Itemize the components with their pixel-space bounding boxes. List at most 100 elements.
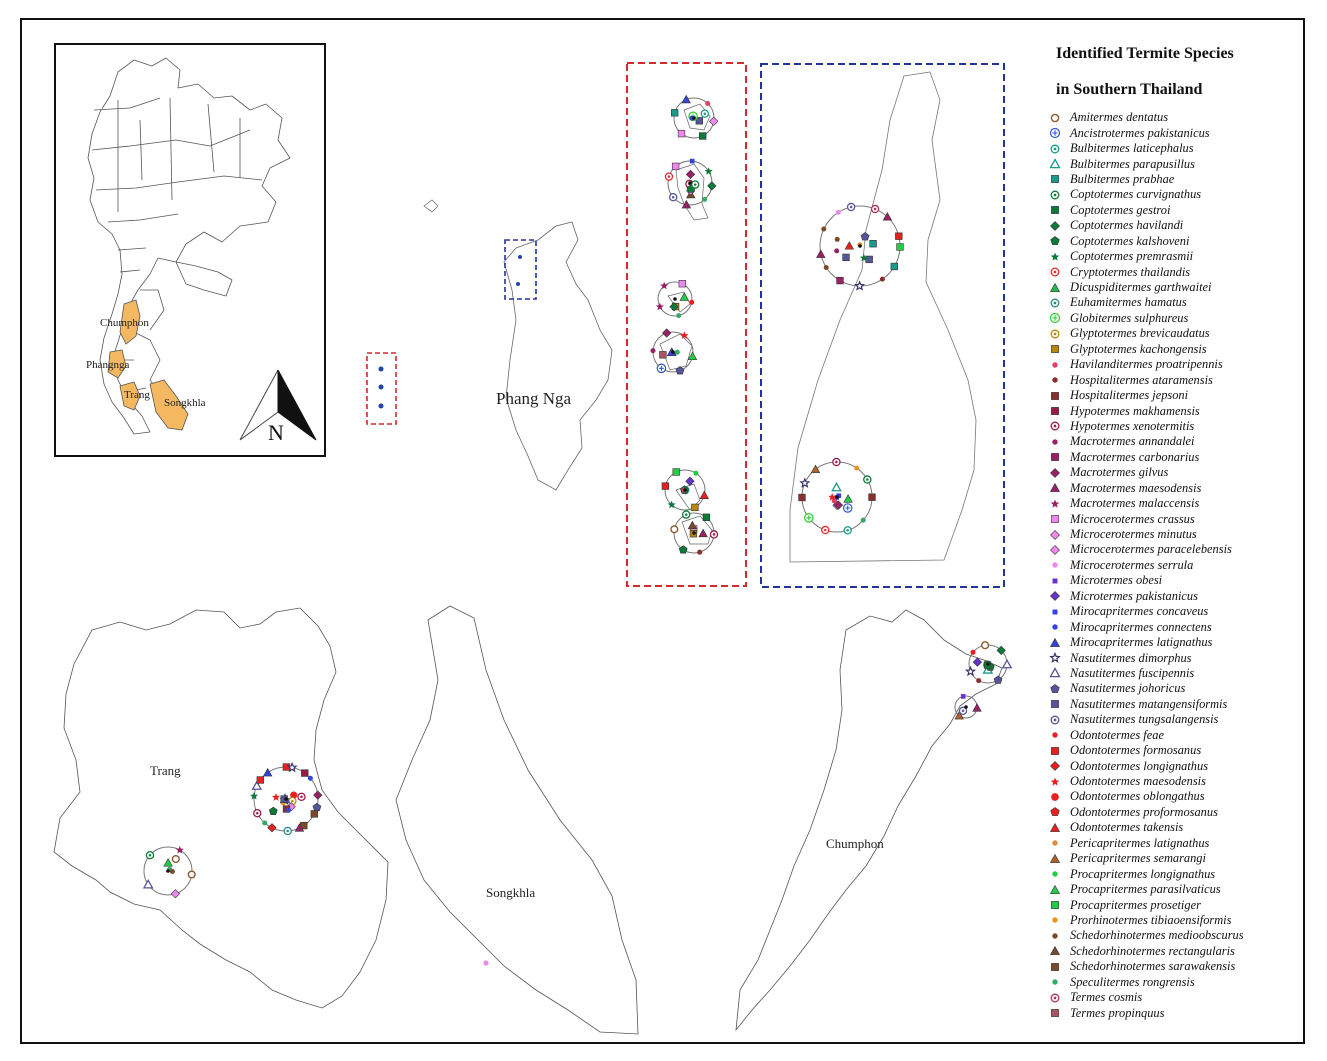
legend-symbol-icon — [1050, 993, 1060, 1003]
site-species-marker — [854, 465, 860, 471]
site-species-marker — [667, 500, 676, 509]
legend-symbol-icon — [1050, 499, 1060, 508]
site-species-marker — [685, 476, 695, 486]
site-center-dot — [964, 705, 968, 709]
site-species-marker — [709, 116, 719, 126]
legend-item-label: Procapritermes parasilvaticus — [1070, 882, 1221, 897]
legend-symbol-icon — [1050, 113, 1060, 123]
site-species-marker — [828, 493, 837, 501]
legend-item: Odontotermes oblongathus — [1048, 789, 1298, 804]
site-species-marker — [1001, 658, 1013, 669]
site-species-marker — [821, 226, 827, 232]
chumphon-inset-province — [119, 299, 141, 345]
site-species-marker — [972, 703, 982, 712]
site-species-marker — [702, 513, 711, 521]
inset-label-chumphon: Chumphon — [100, 317, 149, 329]
site-species-marker — [142, 878, 154, 889]
legend-symbol-icon — [1050, 467, 1060, 478]
legend-symbol-icon — [1050, 545, 1060, 555]
legend-item: Euhamitermes hamatus — [1048, 295, 1298, 310]
site-species-marker — [674, 349, 680, 355]
legend-item-label: Macrotermes maesodensis — [1070, 480, 1202, 495]
legend-symbol-icon — [1052, 578, 1058, 584]
site-center-dot — [673, 297, 677, 301]
legend-item: Coptotermes gestroi — [1048, 203, 1298, 218]
trang-label: Trang — [150, 763, 181, 778]
legend-item: Dicuspiditermes garthwaitei — [1048, 280, 1298, 295]
legend-item-label: Nasutitermes tungsalangensis — [1070, 712, 1219, 727]
legend-item: Hospitalitermes jepsoni — [1048, 388, 1298, 403]
legend-item: Procapritermes prosetiger — [1048, 897, 1298, 912]
legend-item: Glyptotermes brevicaudatus — [1048, 326, 1298, 341]
legend-item-label: Pericapritermes semarangi — [1070, 851, 1206, 866]
legend-symbol-icon — [1050, 529, 1060, 540]
site-species-marker — [834, 248, 840, 254]
site-species-marker — [842, 253, 850, 262]
legend-item-label: Coptotermes curvignathus — [1070, 187, 1202, 202]
site-species-marker — [954, 710, 964, 720]
site-species-marker — [836, 276, 844, 285]
legend-item: Bulbitermes laticephalus — [1048, 141, 1298, 156]
legend-item-label: Hospitalitermes ataramensis — [1070, 372, 1213, 387]
site-species-marker — [170, 889, 181, 899]
legend-item: Termes propinquus — [1048, 1005, 1298, 1020]
legend-symbol-icon — [1049, 946, 1061, 956]
legend-symbol-icon — [1049, 637, 1061, 647]
legend-item-label: Schedorhinotermes rectangularis — [1070, 943, 1235, 958]
site-species-marker — [810, 464, 821, 474]
site-center-dot — [688, 181, 692, 185]
legend-item: Odontotermes longignathus — [1048, 758, 1298, 773]
site-species-marker — [681, 94, 691, 104]
legend-item: Prorhinotermes tibiaoensiformis — [1048, 913, 1298, 928]
legend-item-label: Speculitermes rongrensis — [1070, 974, 1195, 989]
site-species-marker — [700, 109, 710, 118]
legend-item: Schedorhinotermes sarawakensis — [1048, 959, 1298, 974]
legend-symbol-icon — [1049, 282, 1061, 292]
site-species-marker — [655, 302, 664, 311]
legend-symbol-icon — [1051, 391, 1059, 400]
site-species-marker — [307, 775, 313, 781]
site-species-marker — [835, 209, 841, 215]
legend-item: Microtermes pakistanicus — [1048, 589, 1298, 604]
legend-symbol-icon — [1051, 345, 1059, 354]
legend-item: Nasutitermes johoricus — [1048, 681, 1298, 696]
legend-item-label: Odontotermes takensis — [1070, 820, 1184, 835]
legend-item: Macrotermes gilvus — [1048, 465, 1298, 480]
site-species-marker — [821, 525, 830, 535]
site-species-marker — [693, 470, 699, 476]
legend-symbol-icon — [1052, 362, 1058, 368]
legend-item-label: Coptotermes kalshoveni — [1070, 233, 1190, 248]
legend-item-label: Coptotermes premrasmii — [1070, 249, 1194, 264]
legend-symbol-icon — [1052, 979, 1058, 985]
legend-symbol-icon — [1051, 746, 1059, 755]
site-species-marker — [882, 211, 893, 221]
site-species-marker — [976, 678, 982, 684]
legend-item-label: Hypotermes makhamensis — [1070, 403, 1200, 418]
songkhla-label: Songkhla — [486, 885, 535, 900]
legend-symbol-icon — [1050, 421, 1060, 431]
site-species-marker — [695, 117, 703, 125]
legend-symbol-icon — [1049, 822, 1061, 832]
songkhla-inset-province — [149, 379, 189, 431]
legend-item-label: Nasutitermes matangensiformis — [1070, 696, 1228, 711]
site-species-marker — [253, 808, 262, 818]
site-species-marker — [676, 313, 682, 319]
site-species-marker — [483, 960, 489, 966]
legend-symbol-icon — [1051, 515, 1059, 523]
legend-item: Nasutitermes matangensiformis — [1048, 697, 1298, 712]
phangnga-mini-sites — [516, 255, 522, 286]
site-species-marker — [668, 192, 678, 202]
legend-item: Cryptotermes thailandis — [1048, 264, 1298, 279]
legend-item-label: Odontotermes maesodensis — [1070, 774, 1206, 789]
site-center-dot — [858, 244, 862, 248]
legend-symbol-icon — [1052, 840, 1058, 846]
small-island — [423, 199, 439, 213]
legend-item-label: Mirocapritermes concaveus — [1070, 604, 1209, 619]
site-species-marker — [262, 820, 268, 826]
legend-item: Mirocapritermes latignathus — [1048, 635, 1298, 650]
site-species-marker — [272, 793, 280, 801]
legend-item: Havilanditermes proatripennis — [1048, 357, 1298, 372]
site-species-marker — [859, 253, 868, 262]
legend-item: Pericapritermes latignathus — [1048, 836, 1298, 851]
